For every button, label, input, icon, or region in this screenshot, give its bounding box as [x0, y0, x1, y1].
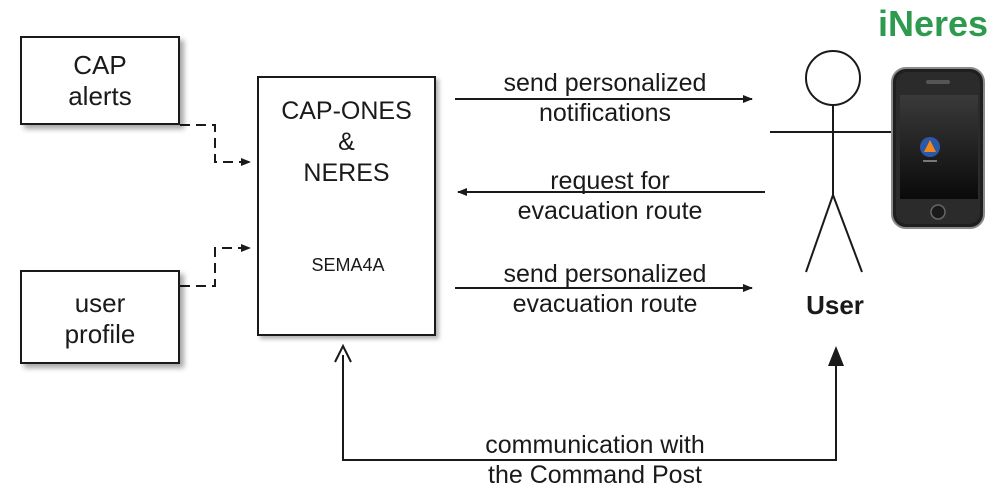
user-profile-label: user profile	[64, 288, 136, 349]
edge-cap-alerts-to-system	[180, 124, 251, 166]
send-route-label: send personalized evacuation route	[503, 260, 707, 318]
system-box: CAP-ONES & NERES	[257, 76, 436, 336]
edge-command-post-filled-arrowhead	[828, 346, 844, 366]
command-post-label: communication with the Command Post	[485, 431, 705, 489]
smartphone-icon	[891, 67, 985, 229]
user-label: User	[806, 290, 864, 320]
user-profile-box: user profile	[20, 270, 180, 364]
app-brand-label: iNeres	[877, 3, 989, 44]
stick-figure-icon	[770, 50, 895, 273]
request-route-label: request for evacuation route	[517, 167, 703, 225]
edge-command-post-line	[342, 355, 837, 461]
edge-command-post-open-arrowhead	[334, 343, 352, 363]
civil-protection-logo-icon	[920, 137, 940, 162]
system-label: CAP-ONES & NERES	[281, 97, 412, 187]
cap-alerts-box: CAP alerts	[20, 36, 180, 125]
edge-user-profile-to-system	[180, 244, 251, 287]
database-label: SEMA4A	[311, 255, 385, 275]
notifications-label: send personalized notifications	[503, 69, 707, 127]
cap-alerts-label: CAP alerts	[68, 50, 132, 111]
